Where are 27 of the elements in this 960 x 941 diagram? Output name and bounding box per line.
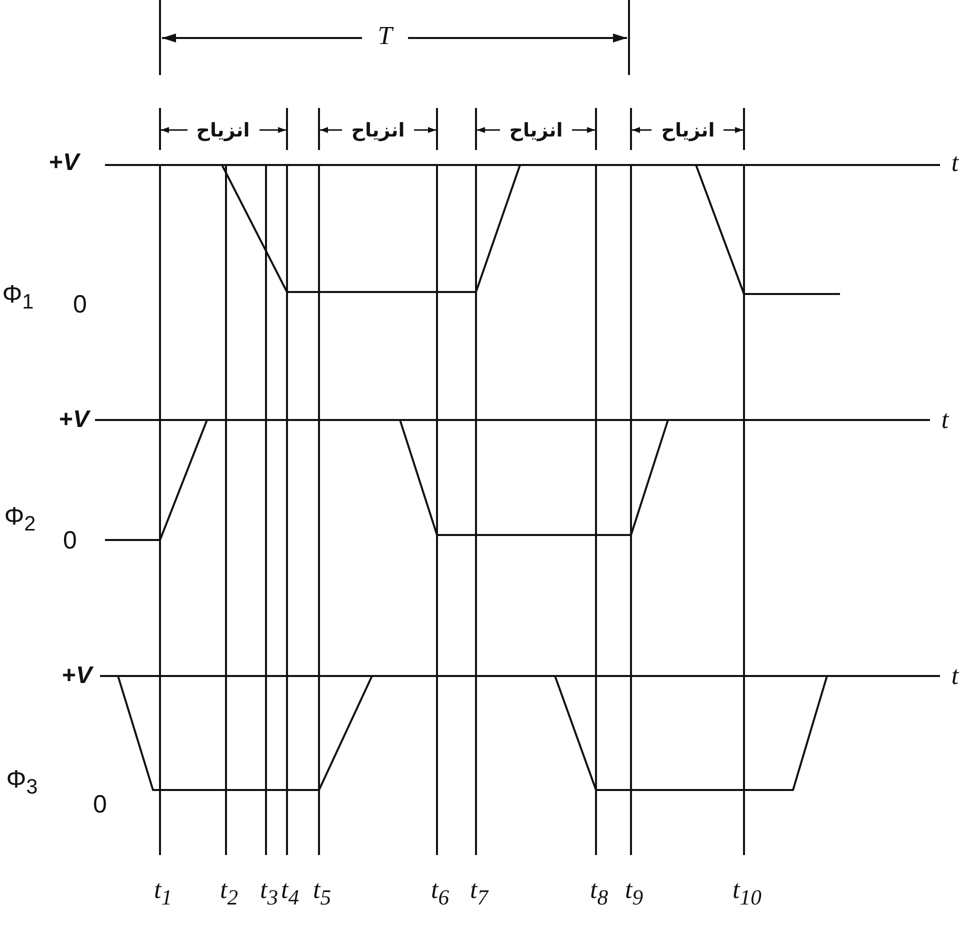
level-label: Φ$_{3}$ [6, 768, 38, 798]
axis-label: t [951, 663, 959, 689]
axis-label: t$_{2}$ [220, 877, 238, 909]
axis-label: t$_{1}$ [154, 877, 172, 909]
level-label: 0 [73, 292, 87, 318]
axis-label: t$_{10}$ [732, 877, 762, 909]
level-label: Φ$_{2}$ [4, 504, 36, 536]
axis-label: t$_{7}$ [470, 877, 488, 909]
dimension-label: انزياح [196, 122, 250, 140]
level-label: 0 [63, 528, 77, 554]
axis-label: t$_{6}$ [430, 877, 450, 909]
axis-label: t$_{3}$ [260, 877, 278, 909]
axis-label: t [951, 150, 959, 176]
axis-label: t$_{5}$ [312, 877, 332, 909]
level-label: 0 [93, 792, 107, 818]
axis-label: t$_{4}$ [280, 877, 300, 909]
level-label: +V [62, 664, 92, 688]
axis-label: t$_{8}$ [590, 877, 608, 909]
axis-label: t$_{9}$ [624, 877, 644, 909]
level-label: +V [48, 151, 80, 175]
level-label: +V [58, 408, 90, 432]
axis-label: T [378, 23, 392, 49]
dimension-label: انزياح [509, 122, 563, 140]
level-label: Φ$_{1}$ [2, 282, 34, 314]
dimension-label: انزياح [661, 122, 715, 140]
dimension-label: انزياح [351, 122, 405, 140]
axis-label: t [941, 407, 949, 433]
